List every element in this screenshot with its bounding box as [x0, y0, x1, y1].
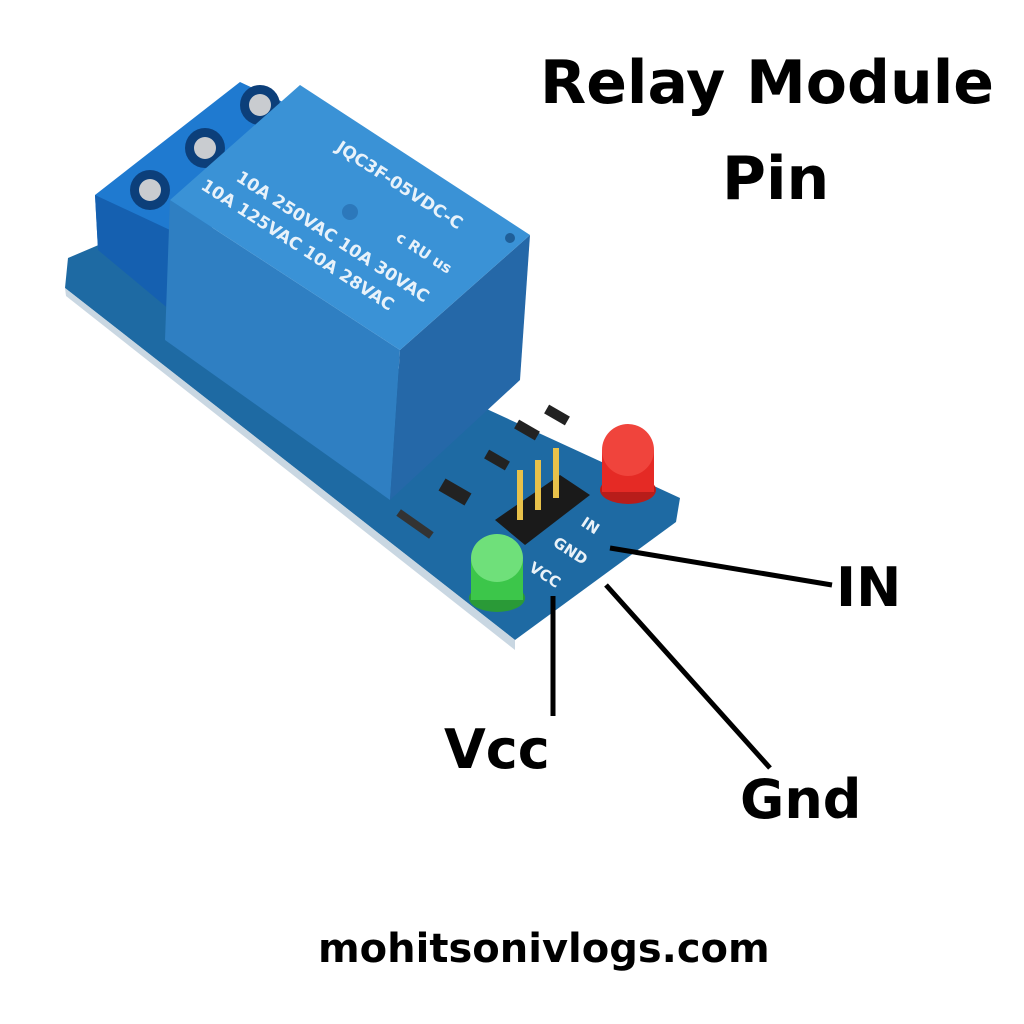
transistor: [438, 478, 472, 506]
pin-label-gnd: Gnd: [740, 768, 862, 831]
pin-header: [495, 448, 590, 545]
resistor: [484, 449, 510, 471]
website-footer: mohitsonivlogs.com: [318, 926, 770, 972]
green-led: [469, 534, 525, 612]
pin-label-vcc: Vcc: [444, 718, 550, 781]
diode: [396, 509, 434, 539]
title-line-1: Relay Module: [540, 48, 994, 118]
resistor: [544, 404, 570, 426]
title-line-2: Pin: [722, 144, 830, 214]
pcb-edge: [65, 288, 515, 650]
resistor: [514, 419, 540, 441]
pin-label-in: IN: [836, 556, 902, 619]
leader-line-gnd: [604, 583, 772, 770]
red-led: [600, 424, 656, 504]
leader-line-in: [609, 545, 833, 588]
